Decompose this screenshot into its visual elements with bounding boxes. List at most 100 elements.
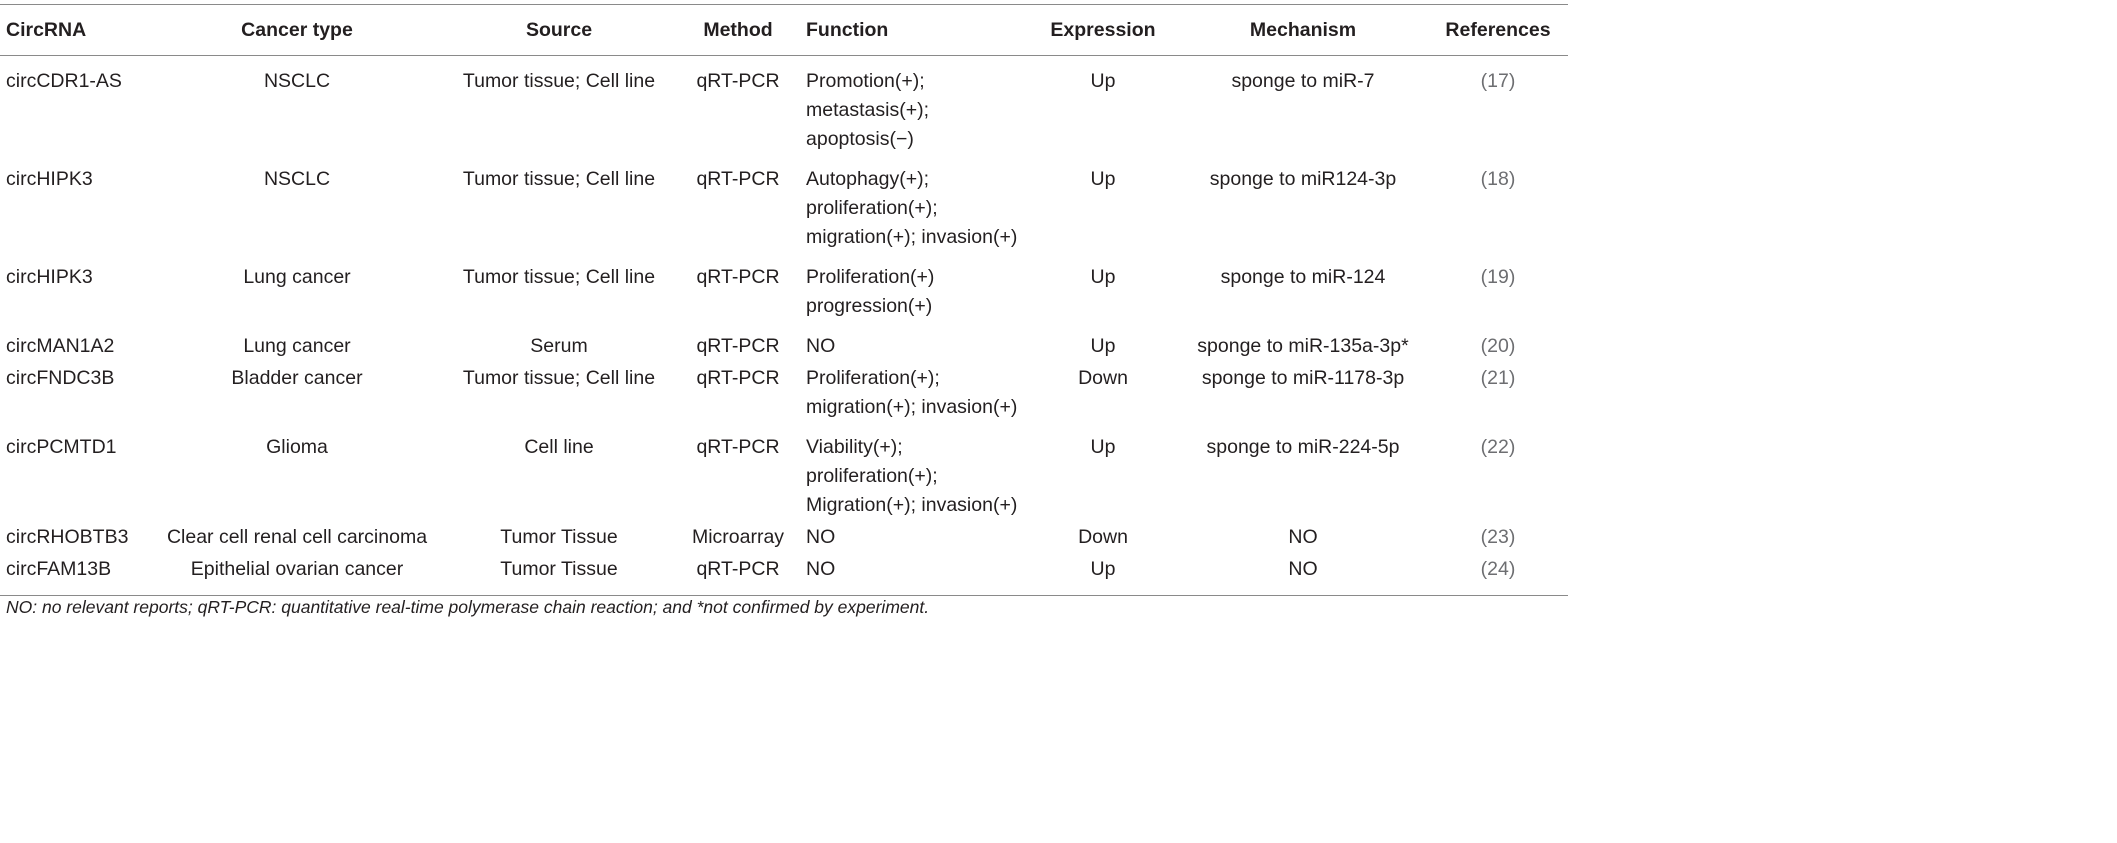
header-function: Function [806,18,889,41]
cell-cancer-type: NSCLC [263,168,331,190]
cell-source: Cell line [524,436,594,458]
cell-source: Tumor Tissue [500,526,618,548]
cell-reference[interactable]: (22) [1480,436,1516,458]
cell-function: Viability(+); proliferation(+); Migration(… [800,422,1028,520]
cell-mechanism: sponge to miR-124 [1220,266,1386,288]
cell-reference[interactable]: (18) [1480,168,1516,190]
function-line: Migration(+); invasion(+) [806,494,1018,516]
cell-source: Tumor tissue; Cell line [462,367,656,389]
cell-mechanism: sponge to miR-1178-3p [1201,367,1405,389]
table-header-row: CircRNA Cancer type Source Method Functi… [0,4,1568,56]
table-footnote: NO: no relevant reports; qRT-PCR: quanti… [6,597,930,617]
cell-expression: Up [1090,70,1116,92]
cell-circrna: circMAN1A2 [6,335,115,357]
header-references: References [1445,18,1551,41]
function-line: migration(+); invasion(+) [806,226,1018,248]
table-body: circCDR1-AS NSCLC Tumor tissue; Cell line q… [0,56,1568,596]
cell-method: qRT-PCR [696,266,780,288]
cell-expression: Up [1090,266,1116,288]
cell-expression: Up [1090,436,1116,458]
cell-cancer-type: NSCLC [263,70,331,92]
cell-circrna: circHIPK3 [6,266,93,288]
function-line: Autophagy(+); [806,168,930,190]
function-line: NO [806,558,836,580]
function-line: metastasis(+); [806,99,929,121]
cell-function: Promotion(+); metastasis(+); apoptosis(−) [800,56,1028,155]
cell-reference[interactable]: (21) [1480,367,1516,389]
function-line: progression(+) [806,295,933,317]
cell-mechanism: sponge to miR124-3p [1209,168,1397,190]
cell-source: Tumor tissue; Cell line [462,266,656,288]
cell-mechanism: sponge to miR-7 [1231,70,1375,92]
cell-cancer-type: Lung cancer [243,335,351,357]
function-line: NO [806,526,836,548]
cell-function: Proliferation(+) progression(+) [800,252,1028,321]
cell-reference[interactable]: (23) [1480,526,1516,548]
header-circrna: CircRNA [6,18,87,41]
header-mechanism: Mechanism [1249,18,1357,41]
cell-circrna: circPCMTD1 [6,436,117,458]
function-line: proliferation(+); [806,465,938,487]
cell-reference[interactable]: (24) [1480,558,1516,580]
cell-source: Serum [530,335,588,357]
cell-reference[interactable]: (19) [1480,266,1516,288]
cell-reference[interactable]: (17) [1480,70,1516,92]
cell-expression: Up [1090,335,1116,357]
cell-method: qRT-PCR [696,70,780,92]
function-line: Viability(+); [806,436,903,458]
cell-cancer-type: Epithelial ovarian cancer [190,558,404,580]
cell-method: qRT-PCR [696,335,780,357]
cell-mechanism: sponge to miR-135a-3p* [1197,335,1409,357]
cell-circrna: circRHOBTB3 [6,526,129,548]
cell-source: Tumor tissue; Cell line [462,70,656,92]
cell-source: Tumor Tissue [500,558,618,580]
table-row: circPCMTD1 Glioma Cell line qRT-PCR Viabilit… [0,422,1568,520]
table-row: circCDR1-AS NSCLC Tumor tissue; Cell line q… [0,56,1568,155]
function-line: apoptosis(−) [806,128,914,150]
cell-cancer-type: Glioma [266,436,328,458]
cell-circrna: circCDR1-AS [6,70,122,92]
table-row: circMAN1A2 Lung cancer Serum qRT-PCR NO Up spo… [0,321,1568,361]
function-line: Proliferation(+); [806,367,940,389]
cell-mechanism: NO [1288,526,1318,548]
cell-function: NO [800,520,1028,552]
circrna-table-container: CircRNA Cancer type Source Method Functi… [0,4,1568,596]
table-row: circFAM13B Epithelial ovarian cancer Tumor… [0,552,1568,596]
function-line: proliferation(+); [806,197,938,219]
cell-expression: Up [1090,168,1116,190]
cell-method: qRT-PCR [696,367,780,389]
cell-cancer-type: Lung cancer [243,266,351,288]
table-row: circHIPK3 NSCLC Tumor tissue; Cell line qRT… [0,154,1568,252]
cell-expression: Up [1090,558,1116,580]
cell-function: Proliferation(+); migration(+); invasion(… [800,361,1028,422]
cell-mechanism: NO [1288,558,1318,580]
function-line: migration(+); invasion(+) [806,396,1018,418]
cell-expression: Down [1078,526,1128,548]
cell-cancer-type: Bladder cancer [231,367,363,389]
header-expression: Expression [1050,18,1156,41]
table-row: circFNDC3B Bladder cancer Tumor tissue; Ce… [0,361,1568,422]
cell-reference[interactable]: (20) [1480,335,1516,357]
cell-function: NO [800,552,1028,596]
cell-expression: Down [1078,367,1128,389]
cell-method: qRT-PCR [696,168,780,190]
cell-method: Microarray [691,526,785,548]
cell-function: Autophagy(+); proliferation(+); migration(… [800,154,1028,252]
cell-circrna: circFAM13B [6,558,112,580]
cell-function: NO [800,321,1028,361]
table-row: circRHOBTB3 Clear cell renal cell carcino… [0,520,1568,552]
cell-mechanism: sponge to miR-224-5p [1206,436,1400,458]
cell-method: qRT-PCR [696,436,780,458]
header-source: Source [525,18,593,41]
cell-circrna: circHIPK3 [6,168,93,190]
function-line: NO [806,335,836,357]
table-row: circHIPK3 Lung cancer Tumor tissue; Cell l… [0,252,1568,321]
header-cancer-type: Cancer type [241,18,353,41]
cell-source: Tumor tissue; Cell line [462,168,656,190]
function-line: Promotion(+); [806,70,925,92]
circrna-table: CircRNA Cancer type Source Method Functi… [0,4,1568,596]
cell-circrna: circFNDC3B [6,367,115,389]
cell-cancer-type: Clear cell renal cell carcinoma [166,526,428,548]
header-method: Method [703,18,773,41]
function-line: Proliferation(+) [806,266,935,288]
